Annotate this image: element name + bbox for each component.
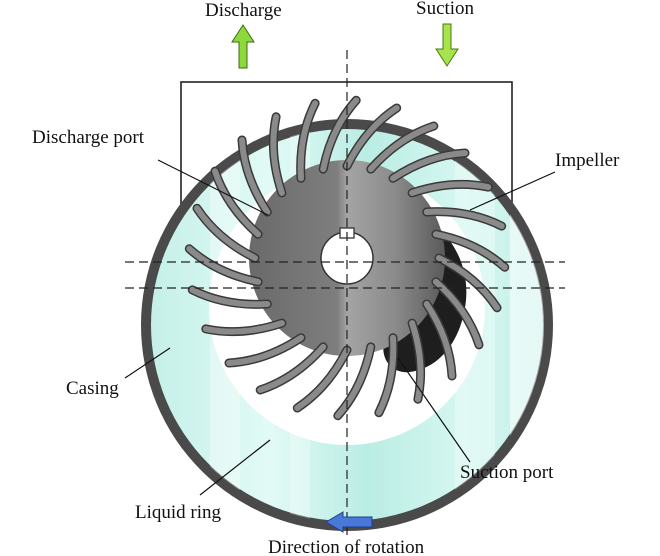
label-suction: Suction xyxy=(416,0,475,19)
label-direction-of-rotation: Direction of rotation xyxy=(268,537,425,556)
impeller-blade-fill xyxy=(189,286,271,308)
impeller-blade-fill xyxy=(423,301,455,379)
impeller-blade-fill xyxy=(334,343,374,419)
impeller-blade-fill xyxy=(432,278,482,348)
arrow-up-icon xyxy=(231,24,255,69)
label-discharge: Discharge xyxy=(205,0,282,21)
label-discharge-port: Discharge port xyxy=(32,127,145,148)
leader-impeller xyxy=(469,171,556,211)
impeller-blade-fill xyxy=(239,137,271,215)
impeller-blade-fill xyxy=(432,231,508,271)
impeller-blade-fill xyxy=(423,208,505,230)
impeller-blade-fill xyxy=(320,97,360,173)
leader-casing xyxy=(124,347,171,379)
impeller-blades xyxy=(184,95,510,421)
impeller-blade-fill xyxy=(257,343,327,393)
label-suction-port: Suction port xyxy=(460,462,554,483)
impeller-blade-fill xyxy=(436,255,500,311)
leader-liquid-ring xyxy=(199,439,271,496)
impeller-blade-fill xyxy=(270,113,285,196)
impeller-blade-fill xyxy=(294,347,350,411)
label-liquid-ring: Liquid ring xyxy=(135,502,222,523)
arrow-left-icon xyxy=(325,511,373,533)
impeller-blade-fill xyxy=(409,320,424,403)
impeller-blade-fill xyxy=(297,100,319,182)
impeller-blade-fill xyxy=(194,205,258,261)
impeller-blade-fill xyxy=(212,168,262,238)
impeller-blade-fill xyxy=(367,123,437,173)
label-impeller: Impeller xyxy=(555,150,620,171)
impeller-blade-fill xyxy=(186,245,262,285)
arrow-down-icon xyxy=(435,23,459,67)
impeller-blade-fill xyxy=(390,150,468,182)
impeller-blade-fill xyxy=(202,320,285,335)
impeller-blade-fill xyxy=(375,334,397,416)
leader-suction-port xyxy=(397,357,471,463)
label-casing: Casing xyxy=(66,378,119,399)
impeller-blade-fill xyxy=(409,181,492,196)
impeller-blade-fill xyxy=(344,105,400,169)
leader-discharge-port xyxy=(157,159,269,216)
impeller-blade-fill xyxy=(226,334,304,366)
